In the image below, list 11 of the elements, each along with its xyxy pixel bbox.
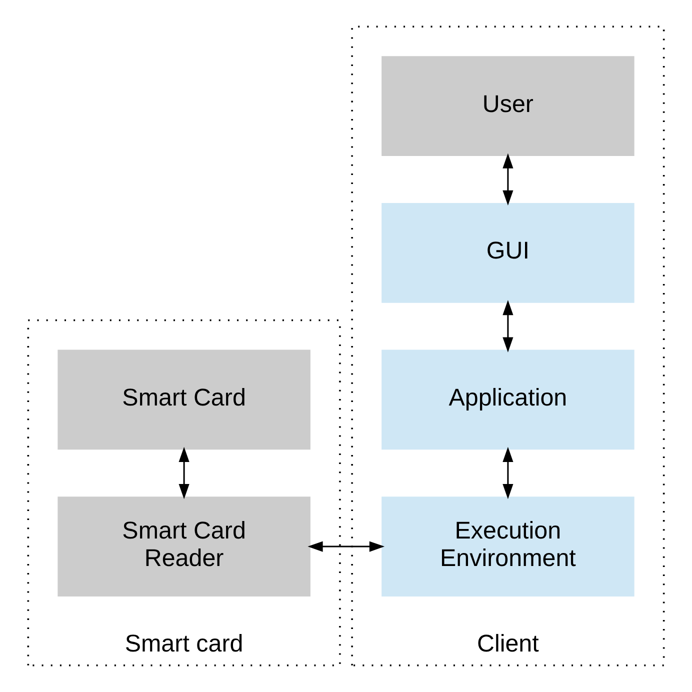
arrow	[502, 153, 514, 206]
arrow	[308, 541, 385, 552]
node-box: GUI	[382, 202, 634, 303]
arrow	[502, 300, 514, 352]
node-box: Smart Card Reader	[58, 496, 310, 596]
node-box: Application	[382, 350, 634, 450]
arrow	[178, 446, 190, 500]
node-box: Execution Environment	[382, 496, 634, 596]
node-box: User	[382, 56, 634, 156]
node-box: Smart Card	[58, 350, 310, 450]
arrow	[502, 446, 514, 500]
